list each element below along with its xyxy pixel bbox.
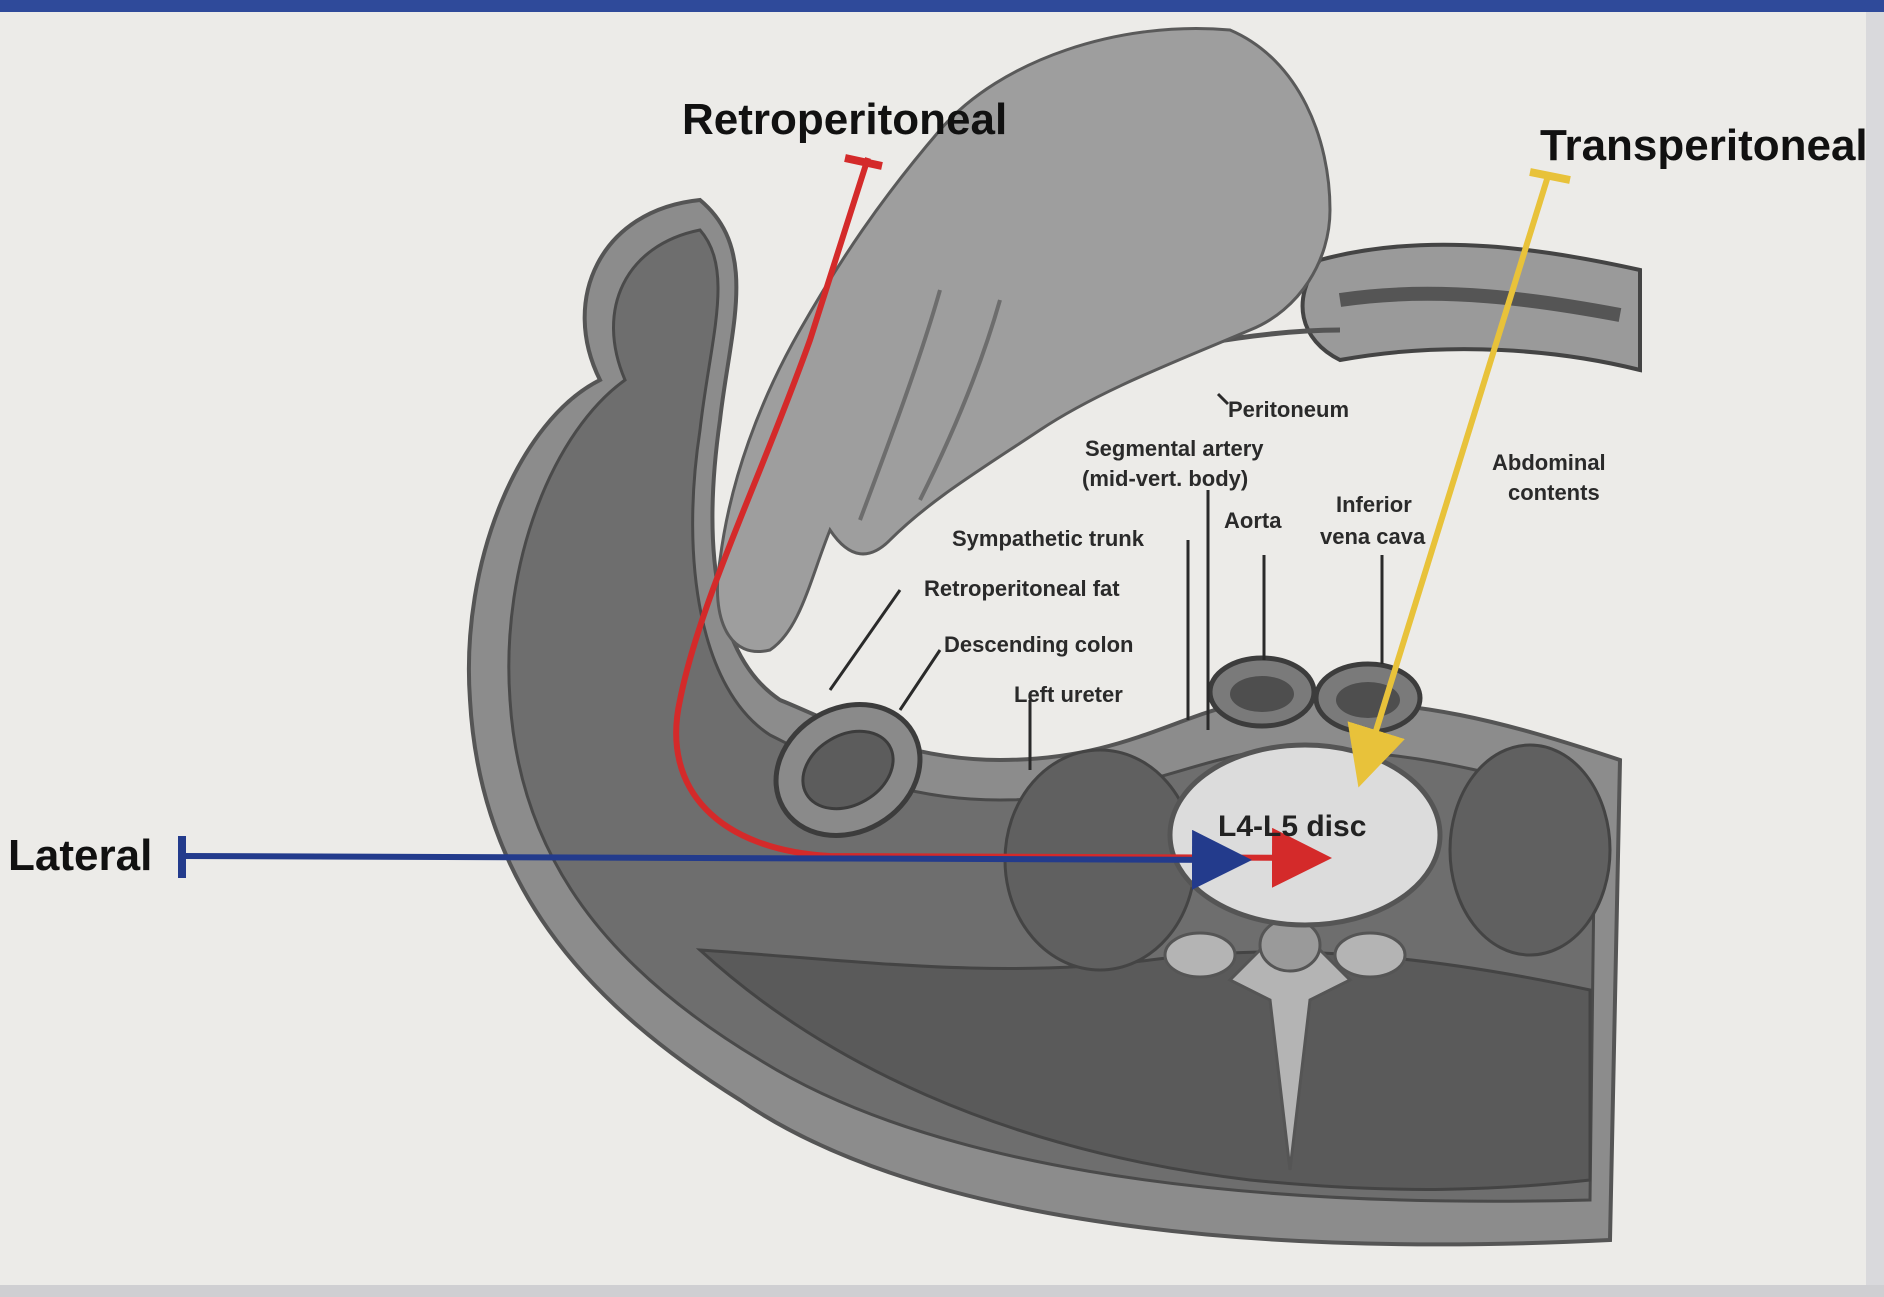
abdominal-wall xyxy=(1303,245,1640,370)
inferior-vena-cava-label: Inferior xyxy=(1336,492,1412,517)
retroperitoneal-start-tick xyxy=(845,158,882,166)
disc-label: L4-L5 disc xyxy=(1218,810,1366,843)
retroperitoneal-label: Retroperitoneal xyxy=(682,95,1007,144)
lateral-label: Lateral xyxy=(8,831,152,880)
peritoneum-label: Peritoneum xyxy=(1228,397,1349,422)
left-ureter-label: Left ureter xyxy=(1014,682,1123,707)
abdominal-contents-label: Abdominal xyxy=(1492,450,1606,475)
retroperitoneal-fat-label: Retroperitoneal fat xyxy=(924,576,1120,601)
sympathetic-trunk-label: Sympathetic trunk xyxy=(952,526,1145,551)
transperitoneal-start-tick xyxy=(1530,172,1570,180)
abdominal-contents-sublabel: contents xyxy=(1508,480,1600,505)
inferior-vena-cava-sublabel: vena cava xyxy=(1320,524,1426,549)
segmental-artery-label: Segmental artery xyxy=(1085,436,1264,461)
aorta-label: Aorta xyxy=(1224,508,1282,533)
transperitoneal-label: Transperitoneal xyxy=(1540,121,1868,170)
descending-colon-label: Descending colon xyxy=(944,632,1133,657)
lateral-path xyxy=(183,856,1240,860)
segmental-artery-sublabel: (mid-vert. body) xyxy=(1082,466,1248,491)
